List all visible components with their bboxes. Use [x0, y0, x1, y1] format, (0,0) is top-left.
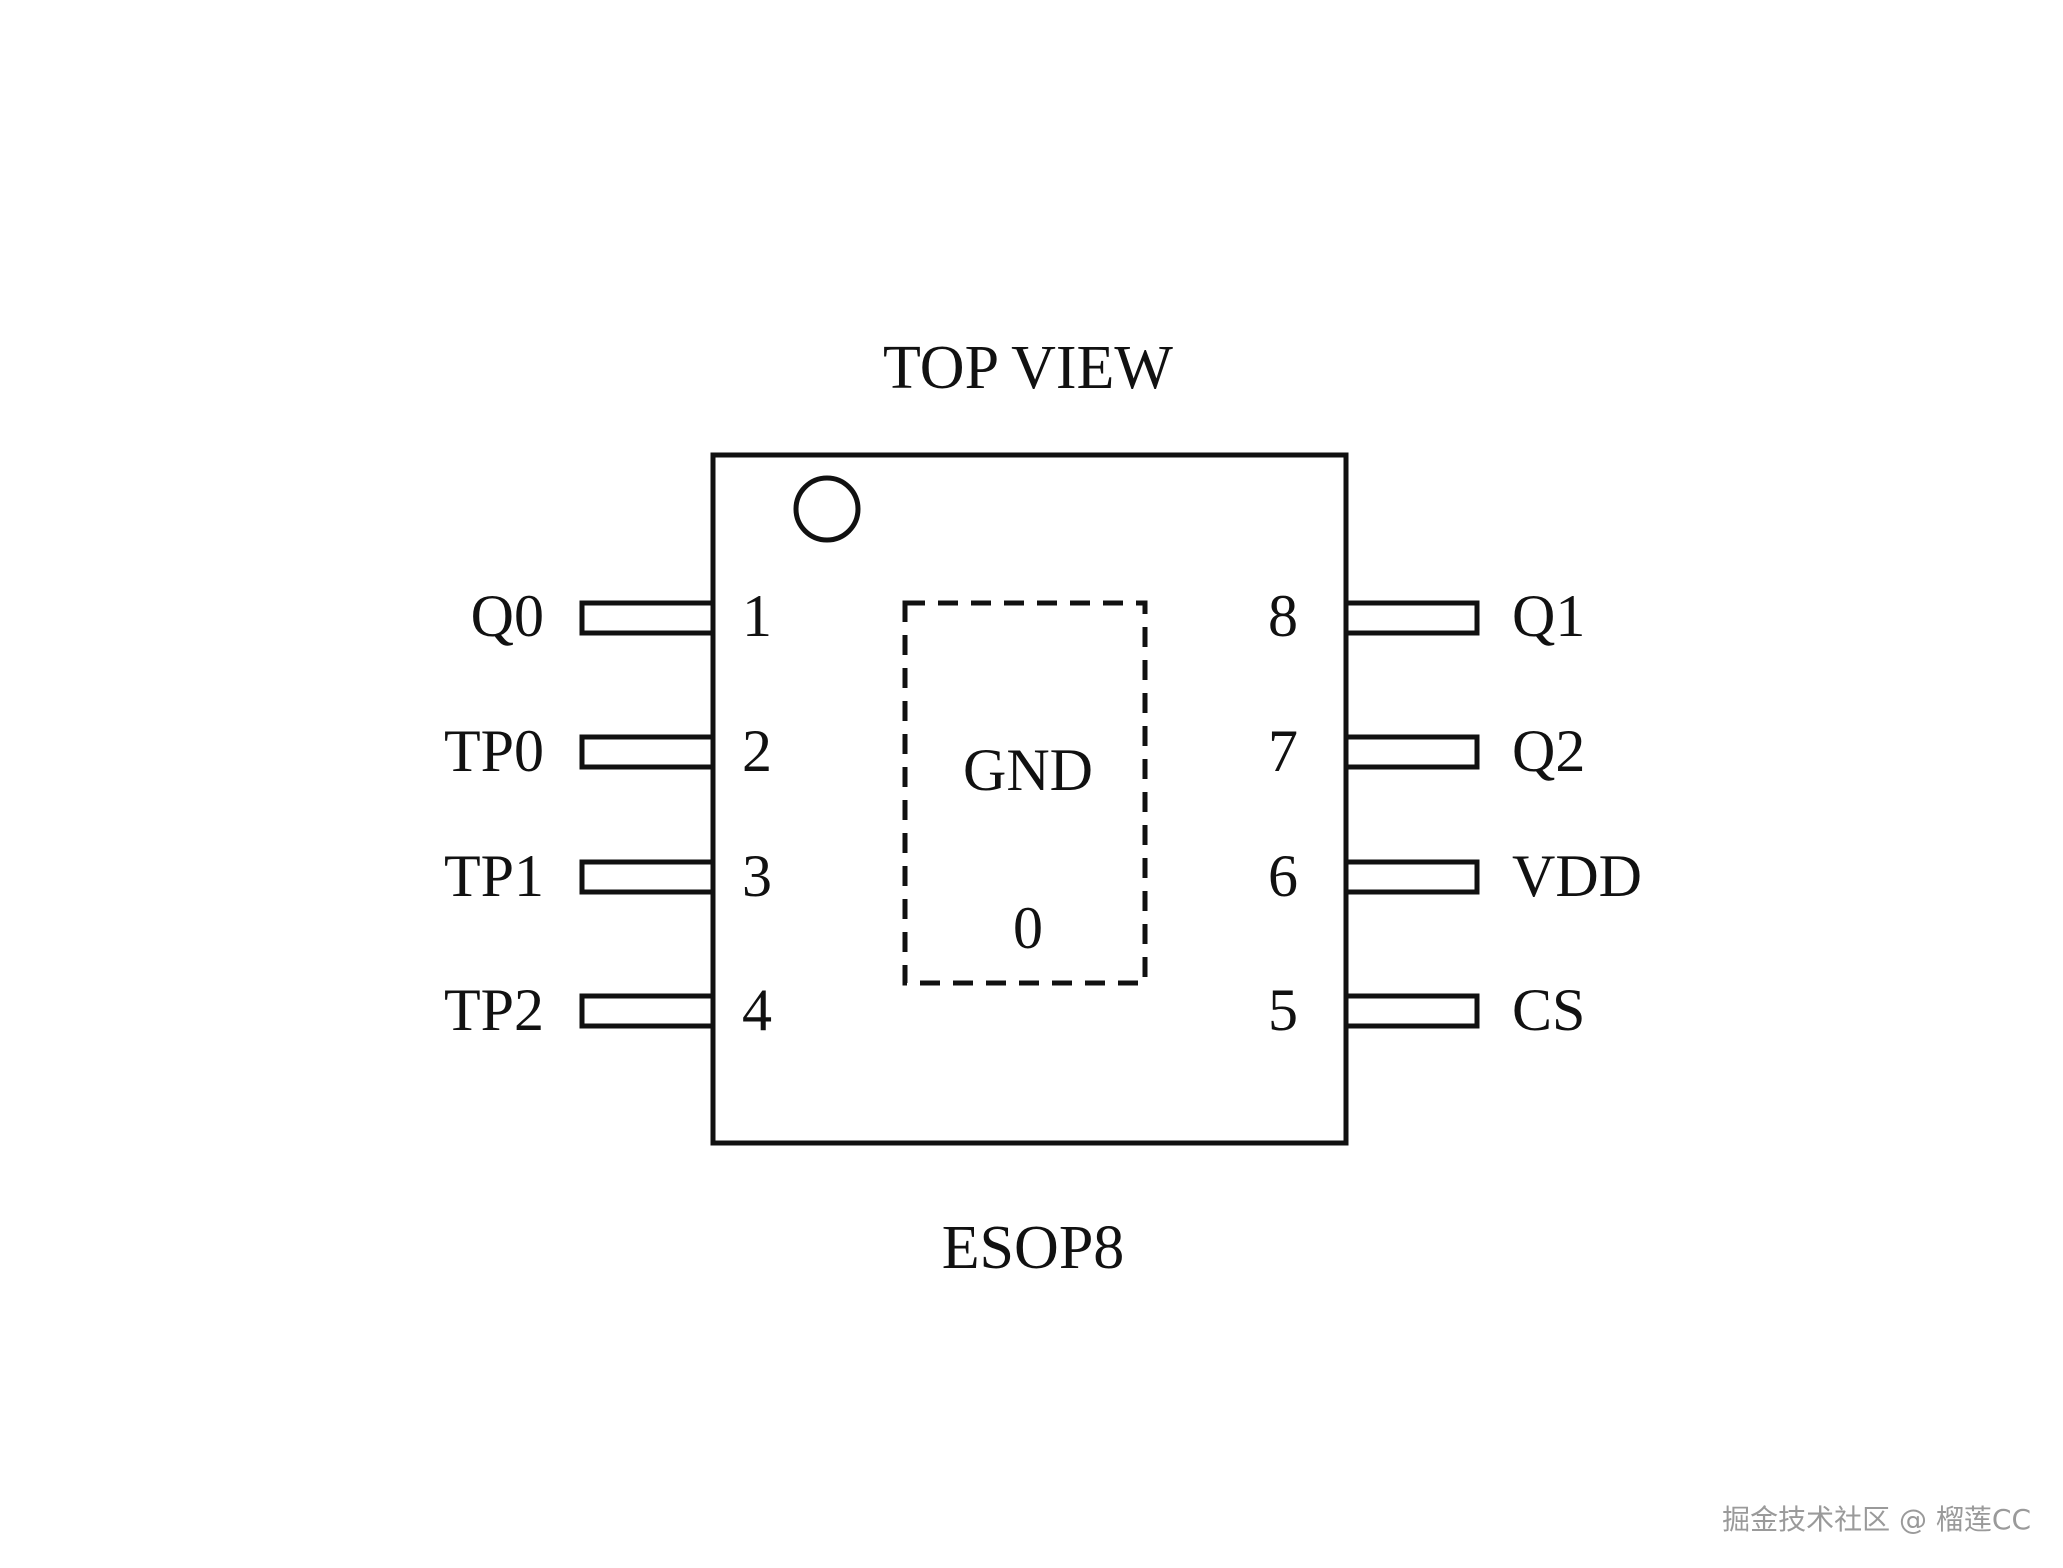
pin-name: CS: [1512, 977, 1585, 1043]
pin-lead: [1343, 859, 1480, 895]
pin-number: 5: [1268, 977, 1298, 1043]
exposed-pad-label: GND: [963, 737, 1093, 803]
right-pin-5: 5 CS: [1268, 977, 1585, 1043]
left-pin-3: 3 TP1: [444, 843, 772, 909]
pin-number: 2: [742, 718, 772, 784]
pin-name: TP1: [444, 843, 544, 909]
right-pin-7: 7 Q2: [1268, 718, 1585, 784]
exposed-pad-outline: [902, 600, 1148, 986]
left-pin-2: 2 TP0: [444, 718, 772, 784]
pin-lead: [579, 859, 716, 895]
package-name: ESOP8: [942, 1214, 1125, 1282]
pin-lead: [1343, 993, 1480, 1029]
right-pin-8: 8 Q1: [1268, 583, 1585, 649]
left-pin-4: 4 TP2: [444, 977, 772, 1043]
pin-name: Q0: [471, 583, 544, 649]
pin1-indicator-circle: [793, 475, 861, 543]
pin-number: 8: [1268, 583, 1298, 649]
diagram-title: TOP VIEW: [883, 334, 1173, 402]
pin-lead: [1343, 600, 1480, 636]
pin-number: 6: [1268, 843, 1298, 909]
pin-lead: [579, 600, 716, 636]
pin-number: 4: [742, 977, 772, 1043]
pin-name: Q1: [1512, 583, 1585, 649]
pin-number: 7: [1268, 718, 1298, 784]
right-pin-6: 6 VDD: [1268, 843, 1642, 909]
chip-body: [710, 452, 1349, 1146]
pin-lead: [579, 734, 716, 770]
left-pin-1: 1 Q0: [471, 583, 772, 649]
pin-number: 1: [742, 583, 772, 649]
pin-lead: [579, 993, 716, 1029]
pin-name: Q2: [1512, 718, 1585, 784]
exposed-pad-number: 0: [1013, 895, 1043, 961]
pin-number: 3: [742, 843, 772, 909]
pin-lead: [1343, 734, 1480, 770]
pin-name: TP2: [444, 977, 544, 1043]
watermark-text: 掘金技术社区 @ 榴莲CC: [1722, 1503, 2031, 1536]
pin-name: VDD: [1512, 843, 1642, 909]
pin-name: TP0: [444, 718, 544, 784]
